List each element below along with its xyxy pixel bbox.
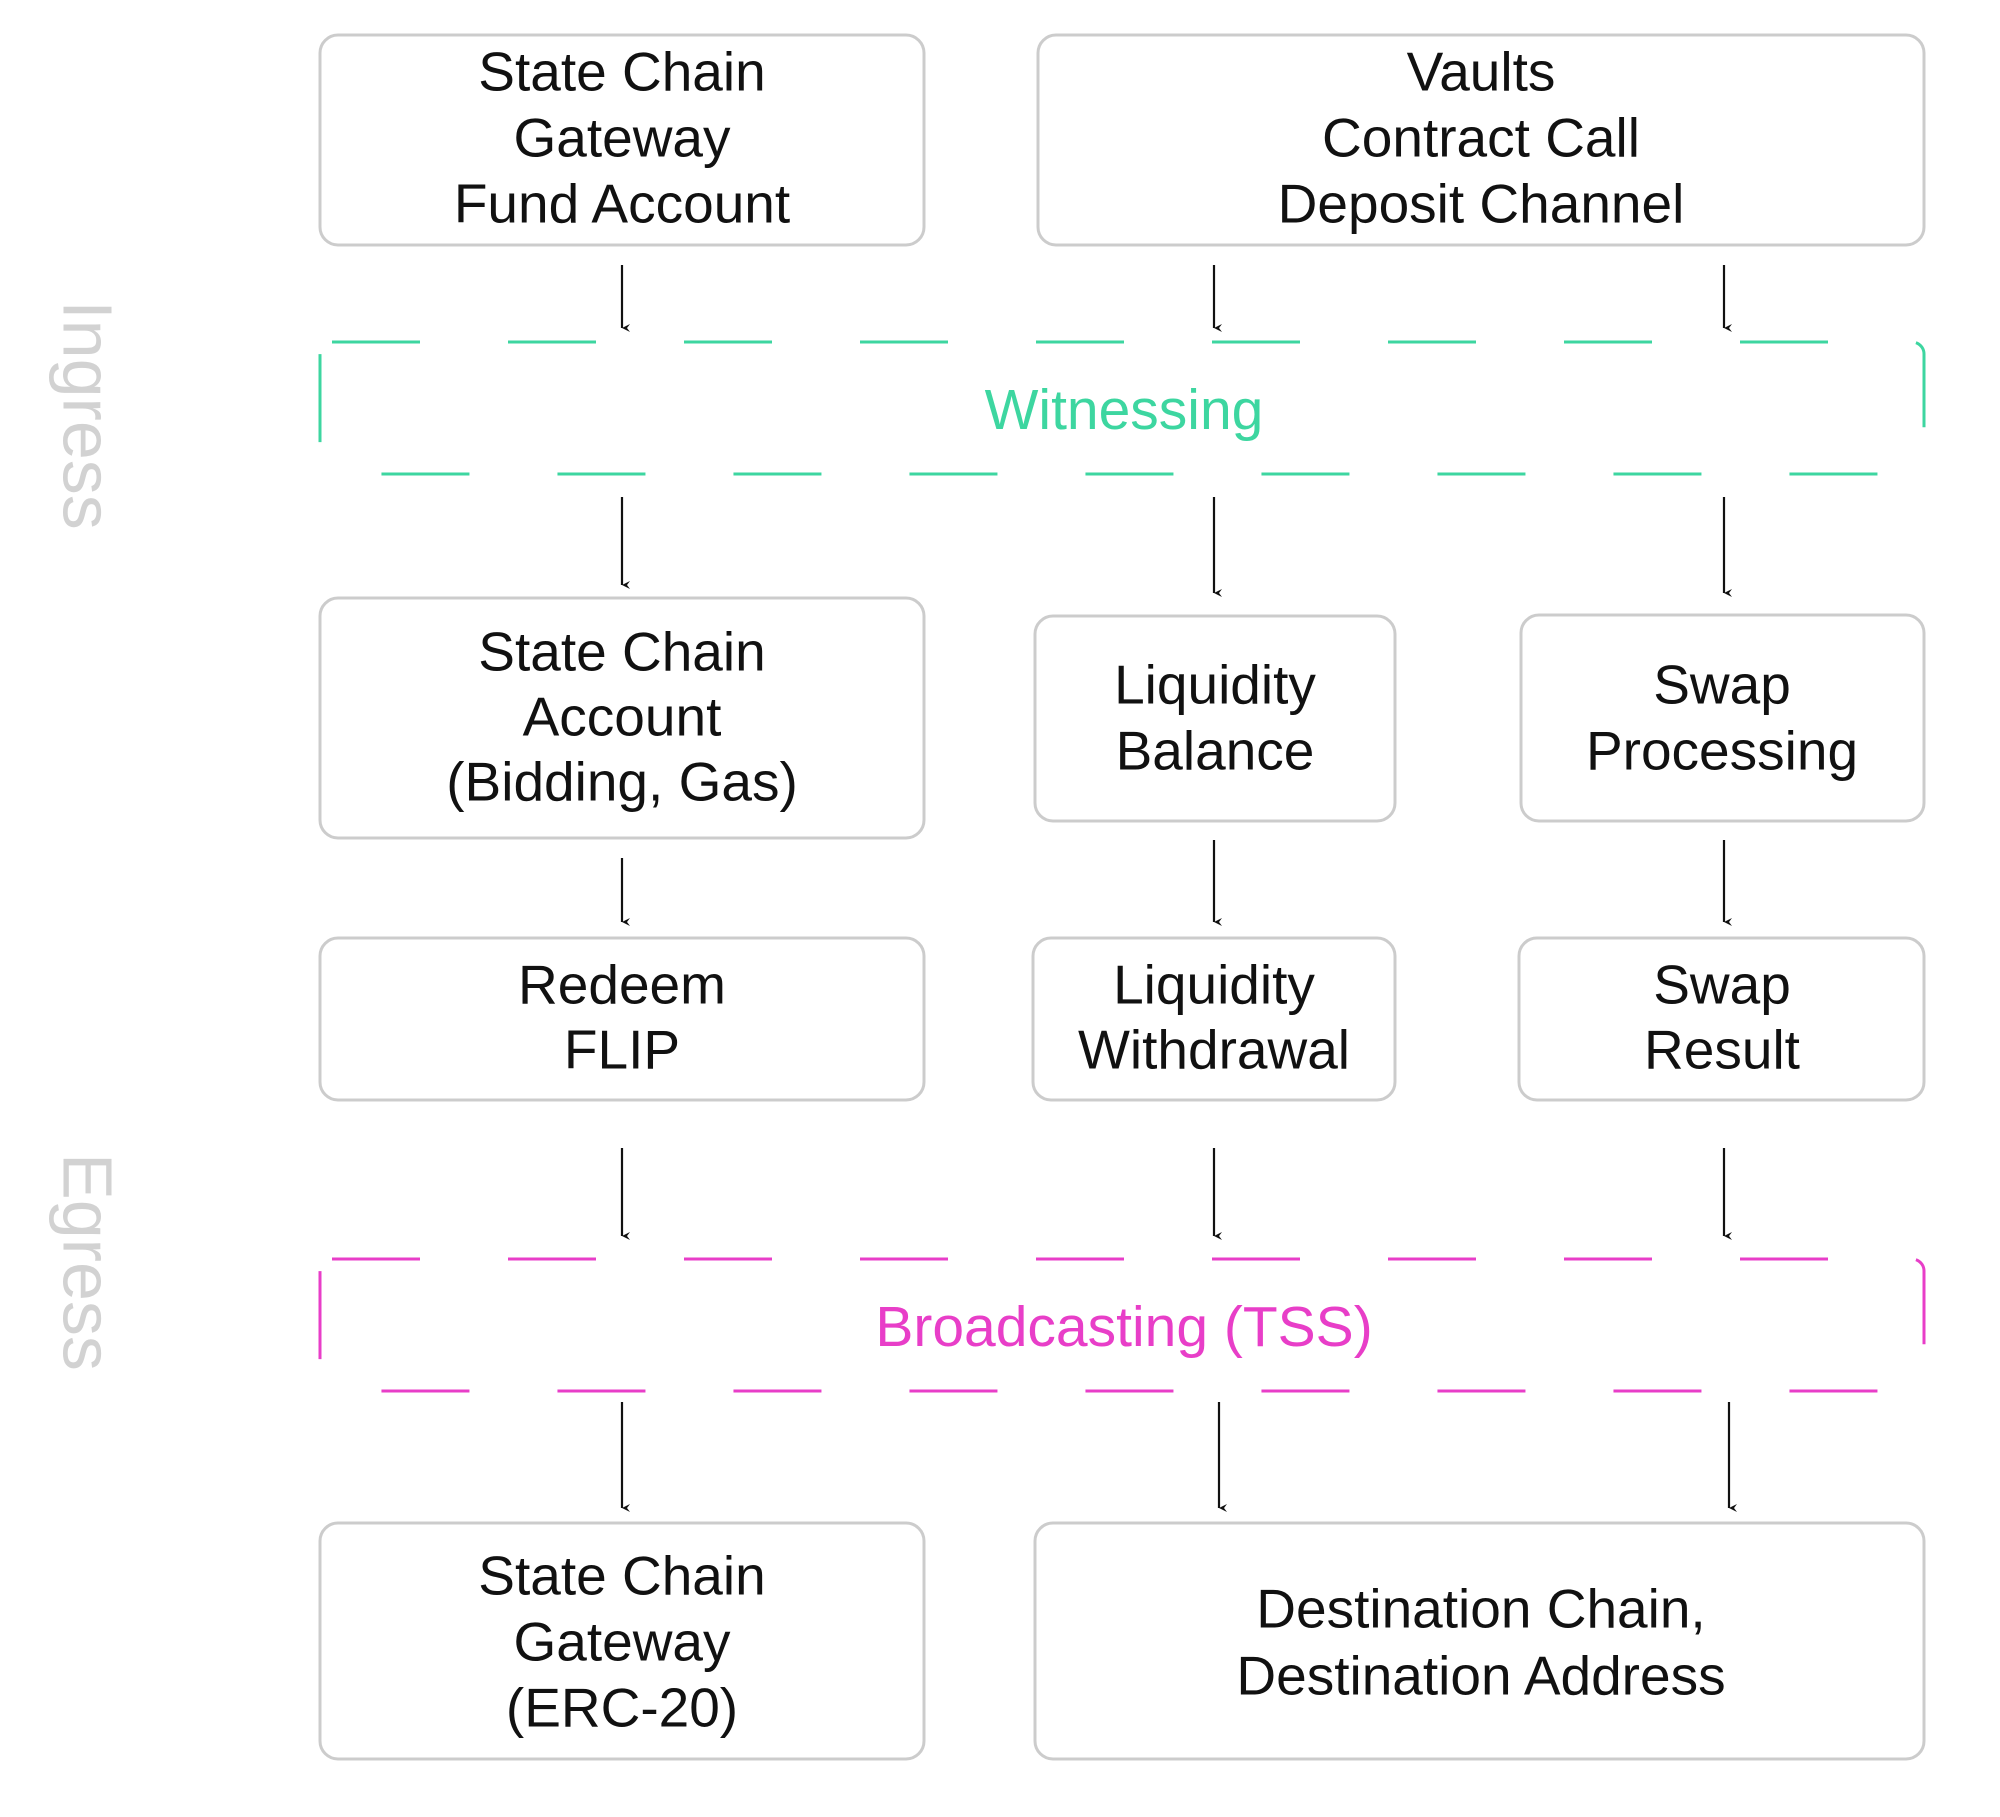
svg-text:State Chain: State Chain bbox=[478, 41, 765, 103]
svg-text:Egress: Egress bbox=[49, 1153, 127, 1371]
svg-text:Swap: Swap bbox=[1653, 954, 1791, 1016]
svg-text:Liquidity: Liquidity bbox=[1114, 654, 1316, 716]
liquidity-withdrawal-box: Liquidity Withdrawal bbox=[1031, 936, 1397, 1102]
svg-text:Liquidity: Liquidity bbox=[1113, 954, 1315, 1016]
svg-text:FLIP: FLIP bbox=[564, 1019, 680, 1081]
witnessing-stage: Witnessing bbox=[318, 340, 1926, 476]
svg-text:Broadcasting (TSS): Broadcasting (TSS) bbox=[875, 1295, 1372, 1359]
svg-text:Witnessing: Witnessing bbox=[985, 378, 1264, 442]
svg-text:Gateway: Gateway bbox=[513, 107, 731, 169]
ingress-side-label: Ingress bbox=[49, 300, 127, 530]
svg-text:Balance: Balance bbox=[1116, 720, 1315, 782]
state-chain-gateway-fund-account-box: State Chain Gateway Fund Account bbox=[318, 33, 926, 247]
svg-text:Processing: Processing bbox=[1586, 720, 1858, 782]
swap-result-box: Swap Result bbox=[1517, 936, 1926, 1102]
svg-text:Deposit Channel: Deposit Channel bbox=[1278, 173, 1685, 235]
svg-text:Contract Call: Contract Call bbox=[1322, 107, 1640, 169]
svg-text:State Chain: State Chain bbox=[478, 621, 765, 683]
liquidity-balance-box: Liquidity Balance bbox=[1033, 614, 1397, 823]
svg-text:Destination Chain,: Destination Chain, bbox=[1256, 1578, 1705, 1640]
swap-processing-box: Swap Processing bbox=[1519, 613, 1926, 823]
svg-text:Redeem: Redeem bbox=[518, 954, 726, 1016]
svg-text:(Bidding, Gas): (Bidding, Gas) bbox=[446, 751, 798, 813]
svg-text:Gateway: Gateway bbox=[513, 1611, 731, 1673]
broadcasting-stage: Broadcasting (TSS) bbox=[318, 1257, 1926, 1393]
egress-side-label: Egress bbox=[49, 1153, 127, 1371]
svg-text:State Chain: State Chain bbox=[478, 1545, 765, 1607]
svg-text:Fund Account: Fund Account bbox=[454, 173, 790, 235]
svg-text:Result: Result bbox=[1644, 1019, 1800, 1081]
vaults-contract-call-deposit-channel-box: Vaults Contract Call Deposit Channel bbox=[1036, 33, 1926, 247]
state-chain-gateway-erc20-box: State Chain Gateway (ERC-20) bbox=[318, 1521, 926, 1761]
destination-chain-address-box: Destination Chain, Destination Address bbox=[1033, 1521, 1926, 1761]
redeem-flip-box: Redeem FLIP bbox=[318, 936, 926, 1102]
svg-text:Vaults: Vaults bbox=[1407, 41, 1556, 103]
svg-text:Account: Account bbox=[523, 686, 722, 748]
svg-text:(ERC-20): (ERC-20) bbox=[506, 1677, 738, 1739]
svg-text:Swap: Swap bbox=[1653, 654, 1791, 716]
svg-text:Ingress: Ingress bbox=[49, 300, 127, 530]
state-chain-account-box: State Chain Account (Bidding, Gas) bbox=[318, 596, 926, 840]
svg-text:Destination Address: Destination Address bbox=[1236, 1645, 1725, 1707]
svg-text:Withdrawal: Withdrawal bbox=[1078, 1019, 1350, 1081]
